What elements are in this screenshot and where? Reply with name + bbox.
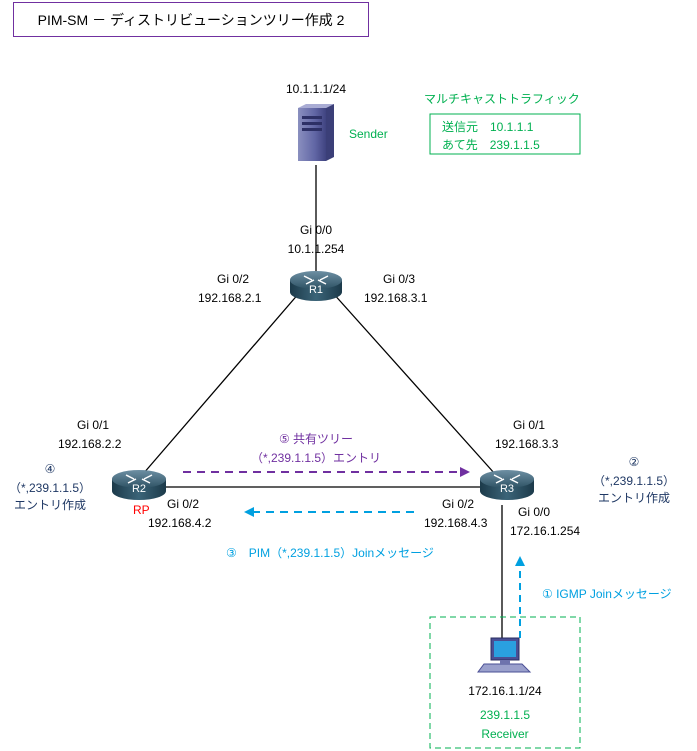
step1-label: ① IGMP Joinメッセージ [542,587,672,601]
multicast-info-source: 送信元 10.1.1.1 [442,120,534,134]
receiver-label: Receiver [481,727,529,741]
router-r1-icon [290,271,342,301]
pc-icon [477,637,532,673]
r2-gi01-ip: 192.168.2.2 [58,437,122,451]
r3-name: R3 [499,483,515,495]
link-r1-r3 [331,291,496,475]
r3-gi00-ip: 172.16.1.254 [510,524,581,538]
r1-gi03-label: Gi 0/3 [383,272,416,286]
r1-gi00-ip: 10.1.1.254 [287,242,345,256]
step5-heading: ⑤ 共有ツリー [278,432,354,446]
router-r2-icon [112,470,166,500]
r1-gi02-ip: 192.168.2.1 [198,291,262,305]
step2-entry: （*,239.1.1.5） [592,474,676,488]
receiver-box [429,616,581,749]
step4-number: ④ [44,462,56,476]
r1-gi02-label: Gi 0/2 [217,272,250,286]
receiver-group: 239.1.1.5 [479,708,531,722]
step2-action: エントリ作成 [597,491,671,505]
page-title: PIM-SM － ディストリビューションツリー作成 2 [13,2,369,37]
r1-name: R1 [308,284,324,296]
r3-gi00-label: Gi 0/0 [518,505,551,519]
r2-name: R2 [131,483,147,495]
r1-gi03-ip: 192.168.3.1 [364,291,428,305]
sender-ip: 10.1.1.1/24 [285,82,347,96]
step5-entry: （*,239.1.1.5）エントリ [250,451,382,465]
r3-gi01-ip: 192.168.3.3 [495,437,559,451]
page-title-text: PIM-SM － ディストリビューションツリー作成 2 [37,11,345,28]
step4-action: エントリ作成 [13,498,87,512]
multicast-info-heading: マルチキャストトラフィック [424,92,580,106]
server-icon [298,104,334,161]
r2-gi02-label: Gi 0/2 [167,497,200,511]
r3-gi01-label: Gi 0/1 [513,418,546,432]
multicast-info-destination: あて先 239.1.1.5 [442,138,540,152]
step4-entry: （*,239.1.1.5） [8,481,92,495]
sender-label: Sender [349,127,388,141]
multicast-info-box [429,113,581,155]
router-r3-icon [480,470,534,500]
step2-number: ② [628,455,640,469]
step3-label: ③ PIM（*,239.1.1.5）Joinメッセージ [226,546,434,560]
receiver-ip: 172.16.1.1/24 [468,684,542,698]
r2-gi02-ip: 192.168.4.2 [148,516,212,530]
r3-gi02-ip: 192.168.4.3 [424,516,488,530]
r2-gi01-label: Gi 0/1 [77,418,110,432]
r1-gi00-label: Gi 0/0 [299,223,333,237]
r2-role-rp: RP [133,503,150,517]
r3-gi02-label: Gi 0/2 [442,497,475,511]
link-r1-r2 [142,291,301,475]
